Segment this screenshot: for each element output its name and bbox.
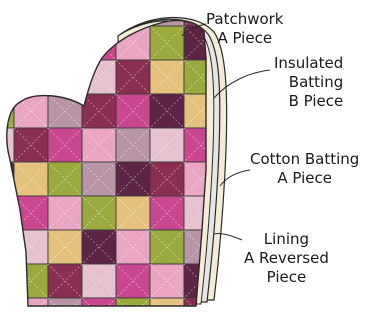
patch-square	[14, 162, 48, 196]
patch-square	[150, 94, 184, 128]
patch-square	[48, 26, 82, 60]
patch-square	[48, 196, 82, 230]
patch-square	[82, 0, 116, 26]
label-insulated-line3: B Piece	[274, 92, 343, 111]
label-cotton-line2: A Piece	[250, 169, 359, 188]
patch-square	[14, 230, 48, 264]
patch-square	[48, 0, 82, 26]
patch-square	[82, 298, 116, 324]
patch-square	[82, 94, 116, 128]
label-patchwork: Patchwork A Piece	[206, 10, 284, 48]
patch-square	[48, 162, 82, 196]
patch-square	[0, 26, 14, 60]
label-patchwork-line1: Patchwork	[206, 10, 284, 29]
patch-square	[48, 128, 82, 162]
patch-square	[116, 264, 150, 298]
label-cotton-batting: Cotton Batting A Piece	[250, 150, 359, 188]
patch-square	[48, 230, 82, 264]
patch-square	[14, 298, 48, 324]
patch-square	[116, 298, 150, 324]
label-cotton-line1: Cotton Batting	[250, 150, 359, 169]
label-lining-line1: Lining	[244, 230, 329, 249]
patch-square	[0, 196, 14, 230]
patch-square	[14, 94, 48, 128]
patch-square	[82, 60, 116, 94]
patch-square	[150, 264, 184, 298]
patch-square	[82, 26, 116, 60]
patch-square	[116, 162, 150, 196]
patch-square	[82, 230, 116, 264]
patch-square	[14, 26, 48, 60]
label-insulated-batting: Insulated Batting B Piece	[274, 54, 343, 111]
patch-square	[48, 60, 82, 94]
patch-square	[14, 128, 48, 162]
patch-square	[150, 162, 184, 196]
patch-square	[82, 264, 116, 298]
label-insulated-line1: Insulated	[274, 54, 343, 73]
patch-square	[14, 0, 48, 26]
patch-square	[48, 94, 82, 128]
patch-square	[150, 298, 184, 324]
patch-square	[82, 196, 116, 230]
patch-square	[150, 196, 184, 230]
patch-square	[82, 162, 116, 196]
patch-square	[116, 94, 150, 128]
patch-square	[116, 128, 150, 162]
patch-square	[0, 298, 14, 324]
patch-square	[116, 196, 150, 230]
patch-square	[82, 128, 116, 162]
patch-square	[0, 230, 14, 264]
patch-square	[218, 298, 252, 324]
label-lining-line2: A Reversed	[244, 249, 329, 268]
patch-square	[14, 60, 48, 94]
label-insulated-line2: Batting	[274, 73, 343, 92]
patch-square	[0, 0, 14, 26]
patch-square	[116, 230, 150, 264]
label-lining-line3: Piece	[244, 268, 329, 287]
patch-square	[48, 298, 82, 324]
patch-square	[150, 230, 184, 264]
patch-square	[0, 264, 14, 298]
label-lining: Lining A Reversed Piece	[244, 230, 329, 287]
patch-square	[14, 196, 48, 230]
patch-square	[0, 60, 14, 94]
patch-square	[116, 60, 150, 94]
patch-square	[150, 60, 184, 94]
patch-square	[14, 264, 48, 298]
patch-square	[150, 128, 184, 162]
patch-square	[150, 26, 184, 60]
label-patchwork-line2: A Piece	[206, 29, 284, 48]
patch-square	[48, 264, 82, 298]
